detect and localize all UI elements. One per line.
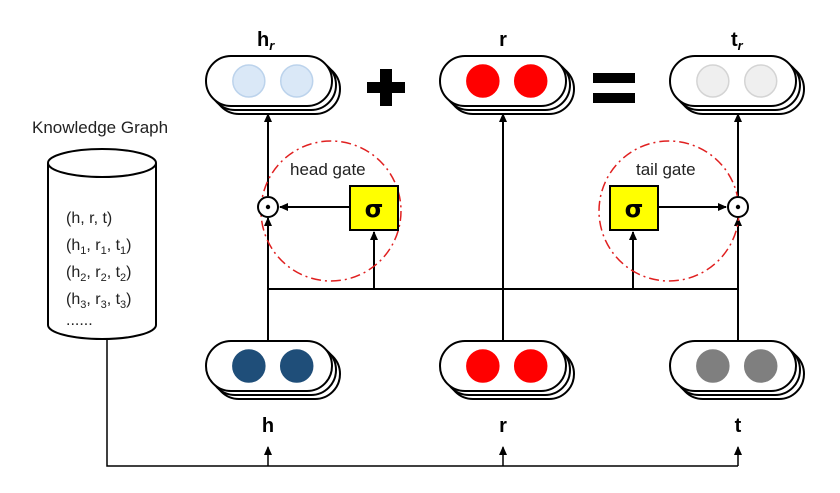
tail-gate-label: tail gate <box>636 160 696 179</box>
knowledge-graph-label: Knowledge Graph <box>32 118 168 137</box>
embedding-dot <box>232 64 266 98</box>
label-h-r: hr <box>257 29 275 53</box>
label-t: t <box>735 415 742 437</box>
embedding-dot <box>513 64 548 98</box>
head-gate-boundary <box>260 140 402 282</box>
embedding-box-t-r-output <box>669 55 805 115</box>
connections <box>264 113 742 340</box>
embedding-dot <box>279 64 314 98</box>
embedding-box-r-input <box>439 340 575 400</box>
embedding-dot <box>513 349 548 383</box>
label-t-r: tr <box>731 29 744 53</box>
embedding-dot <box>743 349 778 383</box>
label-r-top: r <box>499 29 507 51</box>
embedding-dot <box>696 349 730 383</box>
kg-feed-lines <box>106 338 742 467</box>
triple-0: (h, r, t) <box>66 210 112 227</box>
embedding-box-h-input <box>205 340 341 400</box>
embedding-dot <box>466 64 500 98</box>
triple-ellipsis: ...... <box>66 312 93 329</box>
label-r: r <box>499 415 507 437</box>
plus-operator <box>367 69 405 106</box>
embedding-dot <box>232 349 266 383</box>
embedding-boxes <box>205 55 805 400</box>
head-gate-label: head gate <box>290 160 366 179</box>
triple-list: (h, r, t) (h1, r1, t1) (h2, r2, t2) (h3,… <box>66 210 132 329</box>
head-sigma-symbol: σ <box>365 195 384 223</box>
embedding-dot <box>696 64 730 98</box>
embedding-box-r-output <box>439 55 575 115</box>
tail-sigma-symbol: σ <box>625 195 644 223</box>
embedding-dot <box>743 64 778 98</box>
head-product-operator <box>257 196 279 218</box>
tail-product-operator <box>727 196 749 218</box>
knowledge-graph-cylinder <box>47 148 157 340</box>
equals-operator <box>593 73 635 103</box>
embedding-box-h-r-output <box>205 55 341 115</box>
embedding-dot <box>279 349 314 383</box>
embedding-box-t-input <box>669 340 805 400</box>
embedding-dot <box>466 349 500 383</box>
head-sigma-box: σ <box>349 185 399 231</box>
label-h: h <box>262 415 274 437</box>
tail-sigma-box: σ <box>609 185 659 231</box>
